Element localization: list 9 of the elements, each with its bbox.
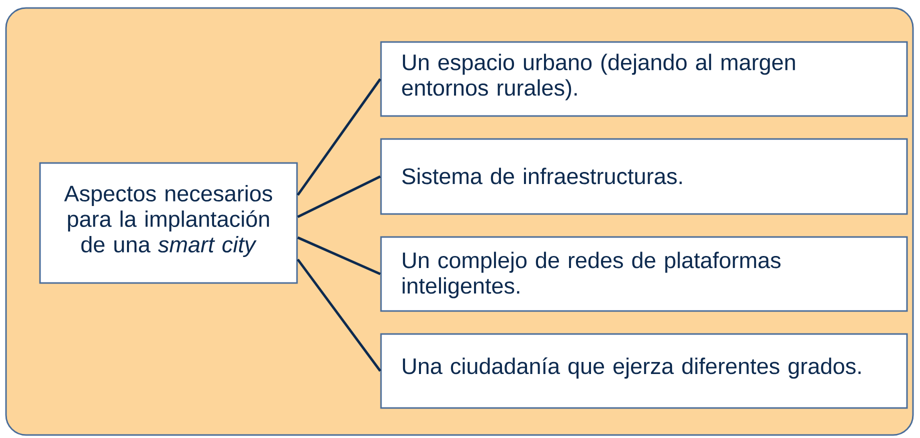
text-box: Un espacio urbano (dejando al margen entornos rurales). — [380, 41, 908, 117]
connector-line — [296, 78, 382, 196]
connector-line — [297, 236, 381, 276]
text-box: Una ciudadanía que ejerza diferentes grados. — [380, 333, 908, 409]
connector-line — [297, 175, 381, 218]
connector-line — [296, 258, 382, 372]
text-box: Aspectos necesarios para la implantación de una smart city — [39, 162, 298, 284]
text-box: Sistema de infraestructuras. — [380, 138, 908, 215]
text-box: Un complejo de redes de plataformas inteligentes. — [380, 236, 908, 312]
